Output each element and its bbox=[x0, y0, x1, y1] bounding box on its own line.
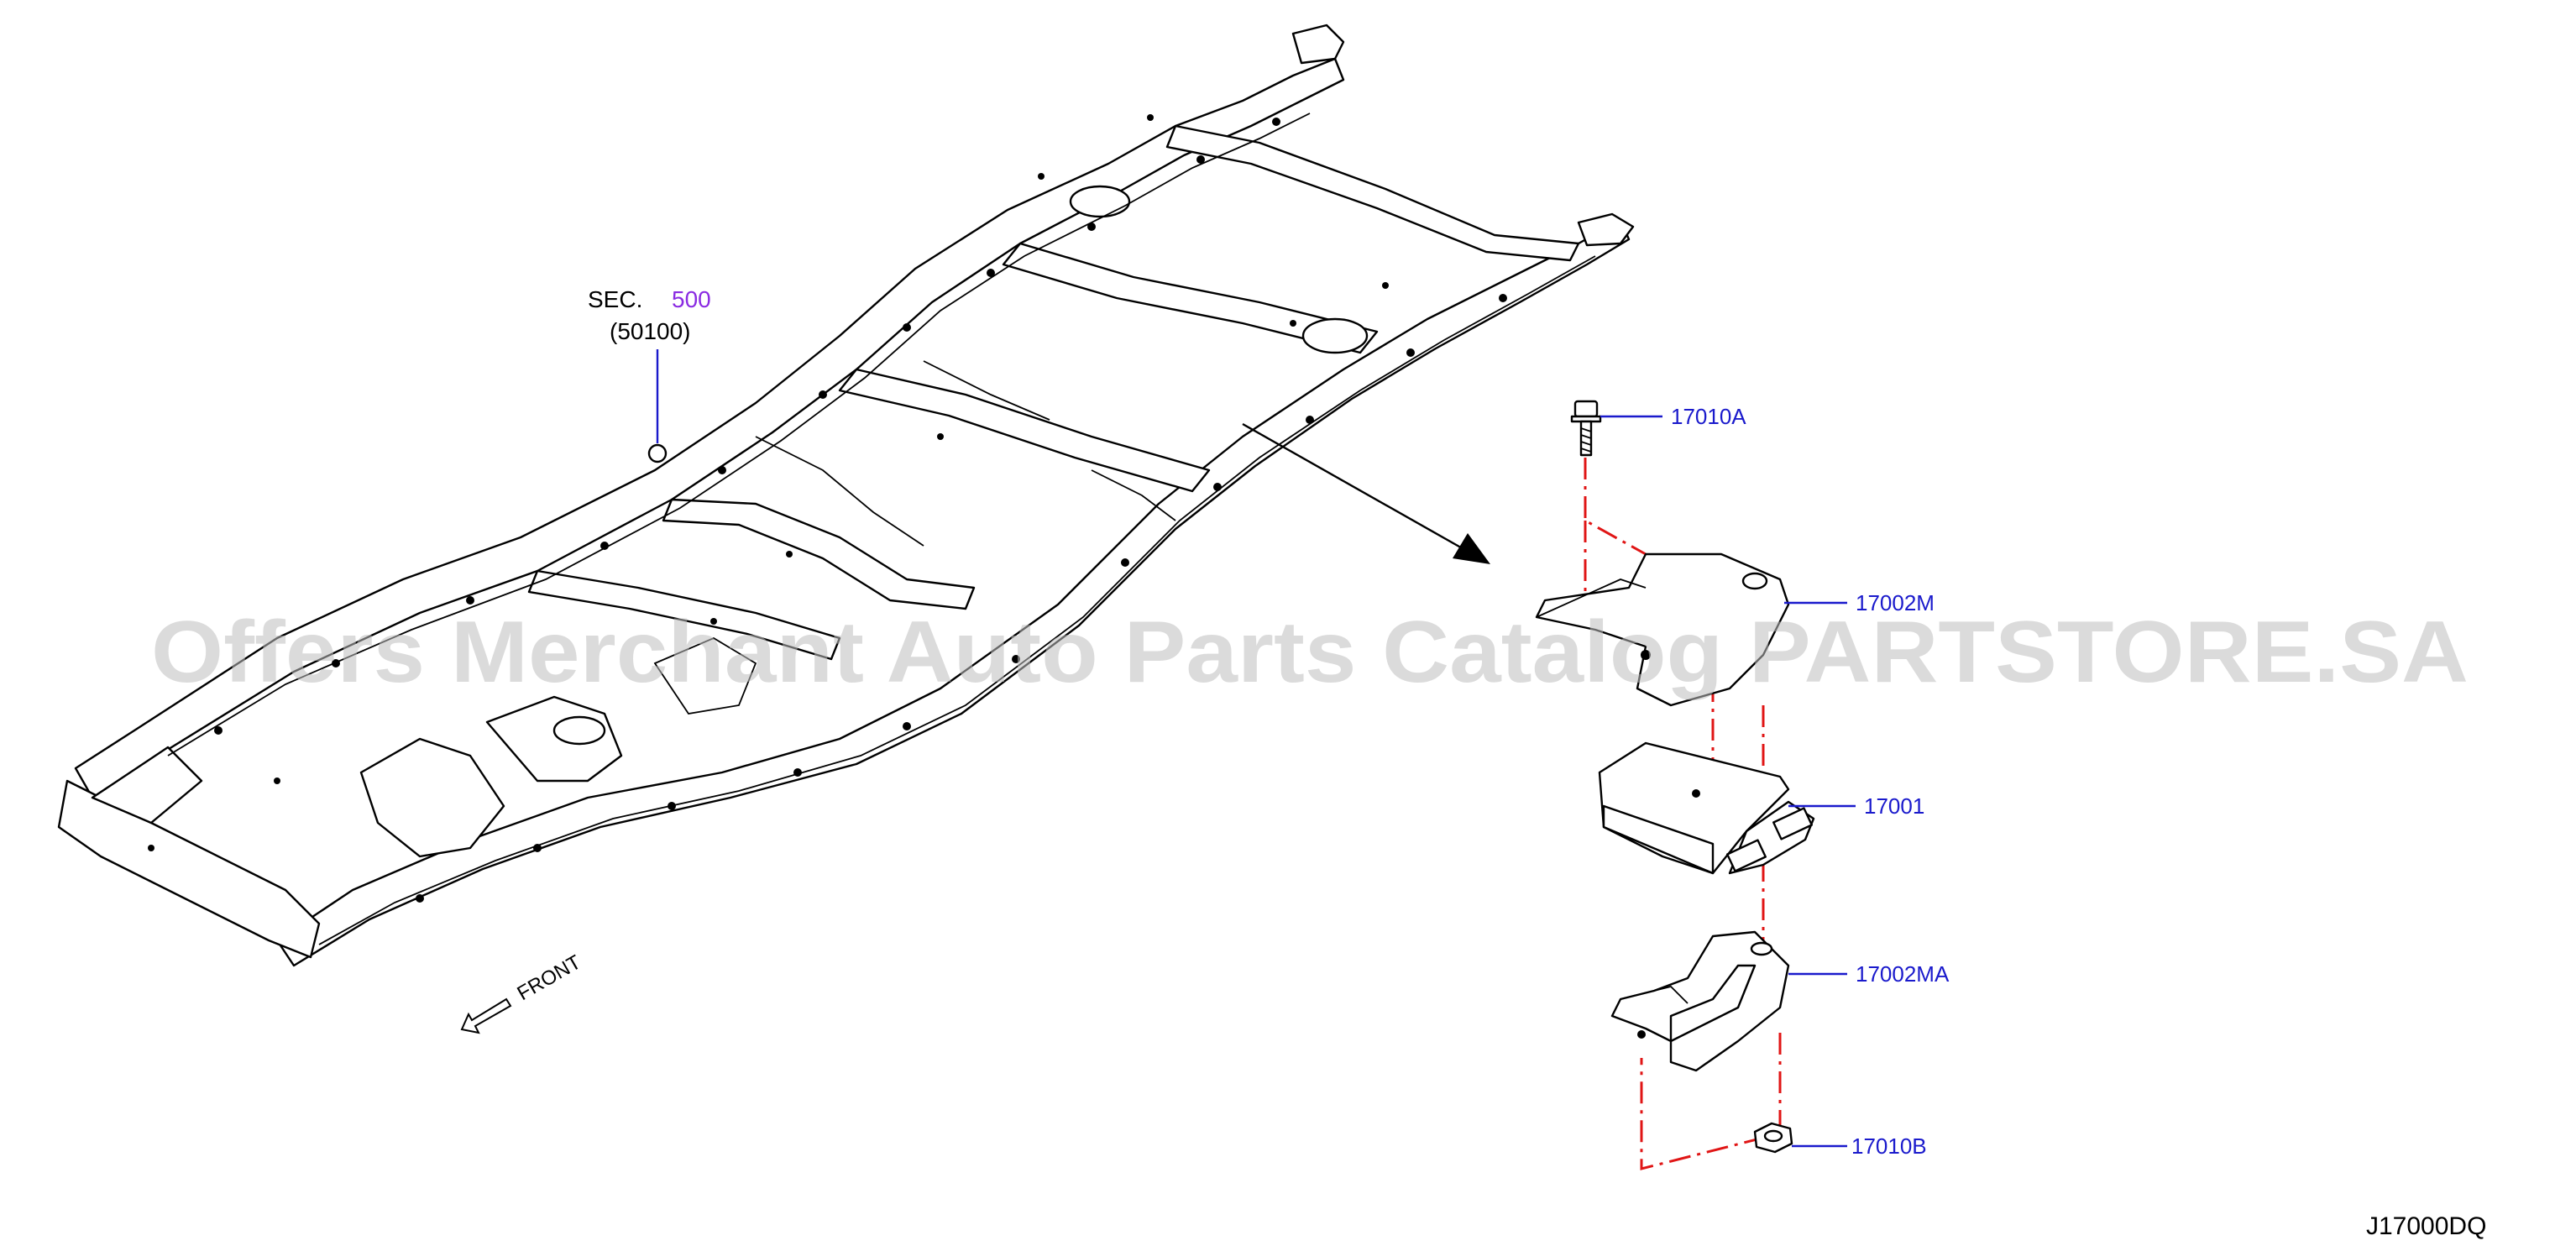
drawing-code: J17000DQ bbox=[2366, 1212, 2486, 1240]
callout-17010a[interactable]: 17010A bbox=[1671, 404, 1746, 429]
section-sub: (50100) bbox=[610, 318, 691, 344]
watermark: Offers Merchant Auto Parts Catalog PARTS… bbox=[151, 604, 2469, 701]
callout-17001[interactable]: 17001 bbox=[1864, 793, 1924, 819]
callout-17002m[interactable]: 17002M bbox=[1856, 590, 1935, 615]
bolt-17010a[interactable] bbox=[1570, 400, 1602, 457]
upper-bracket-17002m[interactable] bbox=[1535, 552, 1790, 707]
section-number[interactable]: 500 bbox=[672, 286, 711, 312]
callout-17002ma[interactable]: 17002MA bbox=[1856, 961, 1950, 987]
callouts: 17010A 17002M 17001 17002MA 17010B bbox=[1600, 404, 1950, 1159]
callout-17010b[interactable]: 17010B bbox=[1851, 1133, 1927, 1159]
front-arrow-icon bbox=[460, 997, 512, 1034]
lower-bracket-17002ma[interactable] bbox=[1610, 930, 1790, 1072]
module-17001[interactable] bbox=[1598, 741, 1815, 875]
frame-holes bbox=[148, 114, 1507, 903]
front-label: FRONT bbox=[514, 950, 585, 1005]
chassis-frame bbox=[57, 24, 1635, 967]
nut-17010b[interactable] bbox=[1753, 1122, 1793, 1154]
location-arrow bbox=[1242, 422, 1490, 564]
section-prefix: SEC. bbox=[588, 286, 642, 312]
front-indicator: FRONT bbox=[460, 950, 585, 1034]
section-reference[interactable]: SEC. 500 (50100) bbox=[588, 286, 711, 443]
